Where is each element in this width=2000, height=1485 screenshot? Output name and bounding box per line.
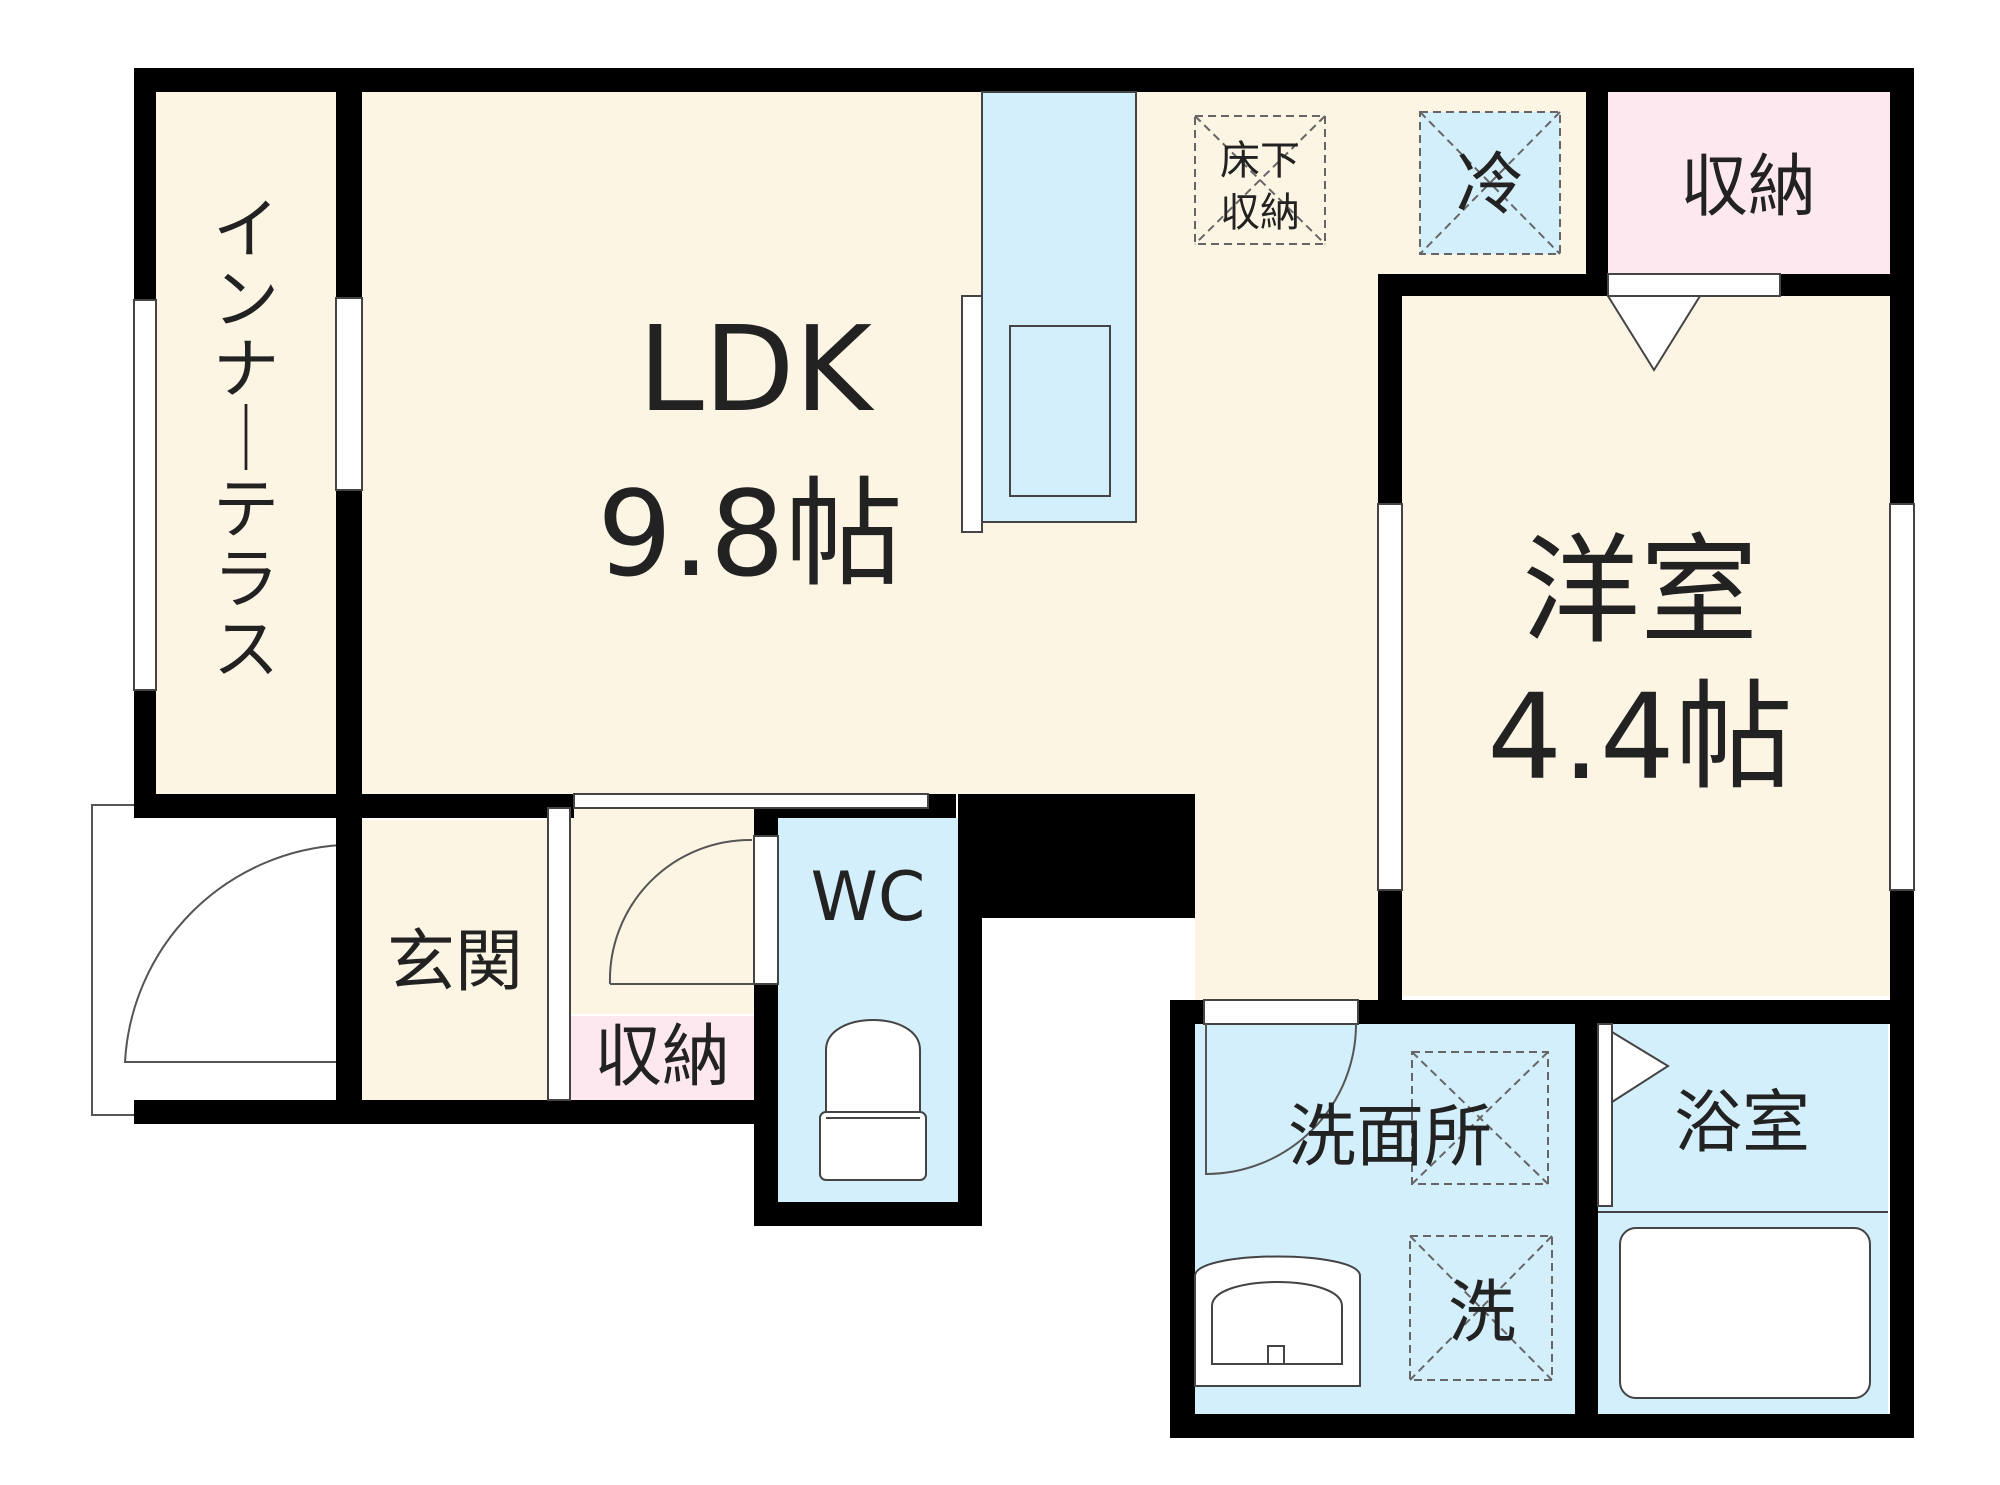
- closet-entrance-floor: [570, 1016, 756, 1100]
- entrance-label: 玄関: [387, 923, 523, 1002]
- wc-label: WC: [811, 858, 926, 937]
- walls: [134, 68, 1914, 1438]
- closet-top-label: 収納: [1680, 148, 1816, 227]
- entrance-door-swing: [123, 844, 343, 1063]
- washroom-door-swing: [1205, 1023, 1357, 1176]
- underfloor-storage-hatch: [1194, 115, 1326, 245]
- toilet-icon: [819, 1019, 927, 1181]
- ventilation-hatch: [1411, 1051, 1549, 1185]
- window-western-right: [1889, 503, 1915, 891]
- inner-terrace-floor: [156, 92, 336, 794]
- window-terrace-left: [133, 299, 157, 691]
- window-kitchen: [961, 295, 983, 533]
- ldk-lower-floor: [1195, 794, 1390, 1008]
- porch: [91, 804, 349, 1116]
- washer-label: 洗: [1448, 1274, 1516, 1353]
- entrance-hall-floor: [570, 796, 756, 1014]
- ldk-sliding-door: [573, 793, 929, 809]
- western-room-label: 洋室: [1522, 522, 1758, 660]
- bathtub-icon: [1619, 1227, 1871, 1399]
- western-room-floor: [1402, 296, 1890, 996]
- window-terrace-right: [335, 297, 363, 491]
- bathroom-label: 浴室: [1674, 1084, 1810, 1163]
- bath-door-marker: [1611, 1030, 1670, 1104]
- underfloor-storage-line1: 床下: [1220, 138, 1300, 184]
- ldk-label: LDK: [638, 300, 875, 438]
- washbasin-icon: [1194, 1255, 1361, 1387]
- entrance-floor: [362, 820, 548, 1100]
- kitchen-counter: [981, 91, 1137, 523]
- inner-terrace-label: インナ｜テラス: [213, 191, 279, 688]
- closet-entrance-label: 収納: [594, 1018, 730, 1097]
- washroom-label: 洗面所: [1288, 1098, 1492, 1177]
- ldk-area: 9.8帖: [597, 465, 903, 603]
- windows: [133, 295, 1915, 891]
- hall-door-swing: [608, 838, 753, 985]
- fridge-label: 冷: [1456, 146, 1524, 225]
- kitchen-sink: [1009, 325, 1111, 497]
- western-room-area: 4.4帖: [1487, 668, 1793, 806]
- inner-terrace-text: インナ｜テラス: [213, 191, 279, 688]
- washroom-door-gap: [1203, 999, 1359, 1025]
- window-western-left: [1377, 503, 1403, 891]
- underfloor-storage-line2: 収納: [1220, 190, 1300, 236]
- washer-space: [1409, 1235, 1553, 1381]
- closet-top-floor: [1608, 92, 1890, 274]
